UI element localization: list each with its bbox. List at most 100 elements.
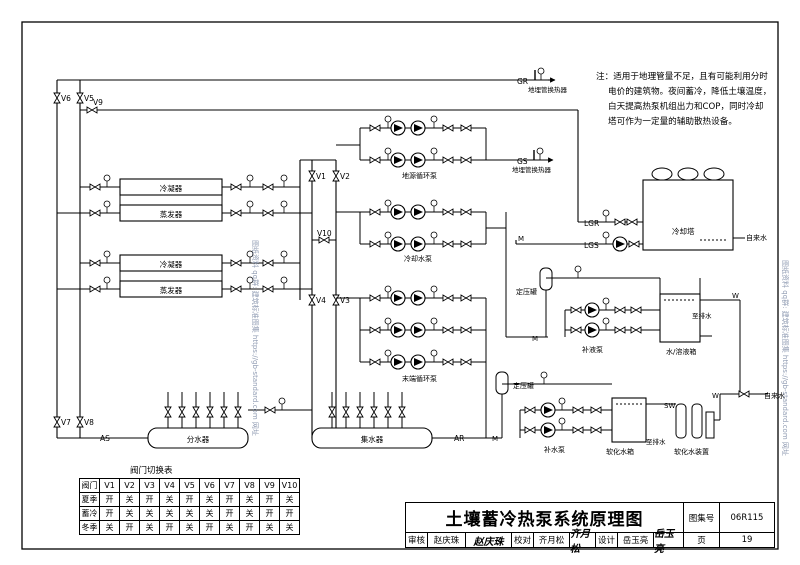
v7-valve-icon[interactable] [53,416,61,428]
city-water-1-label: 自来水 [746,233,767,242]
lgs-tag: LGS [584,241,599,250]
pressure-tank-2: 定压罐 [495,371,534,395]
v2-label: V2 [340,172,350,181]
end-pump-6-icon[interactable] [410,354,426,370]
cooling-pump-1-icon[interactable] [390,204,406,220]
v6-valve-icon[interactable] [53,92,61,104]
valve-cell: 关 [239,492,260,507]
cooling-pump-4-icon[interactable] [410,236,426,252]
reviewer-name: 赵庆珠 [428,533,466,547]
note-line-2: 电价的建筑物。夜间蓄冷，降低土壤温度， [608,87,772,97]
valve-header-cell: V1 [99,478,120,493]
valve-cell: 开 [179,492,200,507]
v2-valve-icon[interactable] [332,170,340,182]
v4-valve-icon[interactable] [308,294,316,306]
chiller-unit-1: 冷凝器 蒸发器 [119,178,223,222]
v8-valve-icon[interactable] [76,416,84,428]
valve-cell: 关 [199,492,220,507]
v5-label: V5 [84,94,94,103]
ground-pump-1-icon[interactable] [390,120,406,136]
cooling-tower: 冷却塔 [642,167,734,251]
page-label: 页 [684,533,720,547]
valve-switch-table: 阀门 V1 V2 V3 V4 V5 V6 V7 V8 V9 V10 夏季 开 关… [79,478,300,535]
end-pump-5-icon[interactable] [390,354,406,370]
m3-tag: M [518,235,524,243]
chiller-unit-2: 冷凝器 蒸发器 [119,254,223,298]
v5-valve-icon[interactable] [76,92,84,104]
watermark-right: 图纸资料 qq群: 建筑标准图集 https://gb-standard.com… [781,260,789,456]
valve-cell: 关 [179,520,200,535]
valve-header-cell: V10 [279,478,300,493]
valve-cell: 关 [139,506,160,521]
valve-header-cell: V8 [239,478,260,493]
pressure-tank-1: 定压罐 [516,267,553,296]
valve-cell: 关 [99,520,120,535]
condenser-1-label: 冷凝器 [160,183,183,193]
ground-hx-top-label: 地埋管换热器 [528,85,568,94]
distributor-label: 分水器 [187,434,210,444]
drain-1-label: 至排水 [692,311,712,320]
makeup-pump-2a-icon[interactable] [540,402,556,418]
valve-cell: 开 [279,506,300,521]
makeup-pump-1b-icon[interactable] [584,322,600,338]
v6-label: V6 [61,94,71,103]
valve-cell: 关 [159,492,180,507]
cooling-pump-3-icon[interactable] [390,236,406,252]
end-pump-4-icon[interactable] [410,322,426,338]
collector-vessel: 集水器 [311,427,433,449]
table-row: 夏季 开 关 开 关 开 关 开 关 开 关 [79,492,300,507]
pressure-tank-1-label: 定压罐 [516,287,537,296]
valve-cell: 开 [219,506,240,521]
valve-header-cell: 阀门 [79,478,100,493]
tower-pump-icon[interactable] [612,236,628,252]
end-pump-3-icon[interactable] [390,322,406,338]
v1-valve-icon[interactable] [308,170,316,182]
v3-label: V3 [340,296,350,305]
condenser-2-label: 冷凝器 [160,259,183,269]
atlas-label: 图集号 [684,503,720,533]
city-water-2-label: 自来水 [764,391,785,400]
valve-header-cell: V9 [259,478,280,493]
header-branches [167,392,502,439]
makeup-pump-1a-icon[interactable] [584,302,600,318]
valve-header-cell: V6 [199,478,220,493]
end-pump-1-icon[interactable] [390,290,406,306]
valve-cell: 夏季 [79,492,100,507]
valve-cell: 关 [119,506,140,521]
v7-label: V7 [61,418,71,427]
title-block: 土壤蓄冷热泵系统原理图 图集号 06R115 审核 赵庆珠 赵庆珠 校对 齐月松… [405,502,775,555]
chiller-pipes [57,186,312,290]
valve-cell: 关 [219,520,240,535]
valve-header-cell: V7 [219,478,240,493]
ground-hx-mid-label: 地埋管换热器 [512,165,552,174]
v9-valve-icon[interactable] [86,106,98,114]
review-label: 审核 [406,533,428,547]
valve-cell: 关 [259,520,280,535]
m1-tag: M [532,335,538,343]
ground-pump-4-icon[interactable] [410,152,426,168]
note-line-3: 白天提高热泵机组出力和COP，同时冷却 [608,102,764,112]
evaporator-1-label: 蒸发器 [160,209,183,219]
valve-cell: 关 [279,520,300,535]
valve-cell: 开 [239,520,260,535]
valve-cell: 关 [199,506,220,521]
valve-header-cell: V3 [139,478,160,493]
v9-label: V9 [93,98,103,107]
lgr-tag: LGR [584,219,599,228]
valve-header-cell: V2 [119,478,140,493]
collector-label: 集水器 [361,434,384,444]
valve-cell: 关 [179,506,200,521]
cooling-pump-2-icon[interactable] [410,204,426,220]
gr-gauge-icon [537,67,545,81]
makeup-pump-2b-icon[interactable] [540,422,556,438]
drawing-title: 土壤蓄冷热泵系统原理图 [406,503,684,533]
valve-cell: 开 [219,492,240,507]
pressure-tank-2-label: 定压罐 [513,381,534,390]
v3-valve-icon[interactable] [332,294,340,306]
ground-pump-3-icon[interactable] [390,152,406,168]
watermark-left: 图纸资料 qq群: 建筑标准图集 https://gb-standard.com… [251,240,259,436]
ground-pump-2-icon[interactable] [410,120,426,136]
end-pump-2-icon[interactable] [410,290,426,306]
checker-signature: 齐月松 [570,529,596,555]
